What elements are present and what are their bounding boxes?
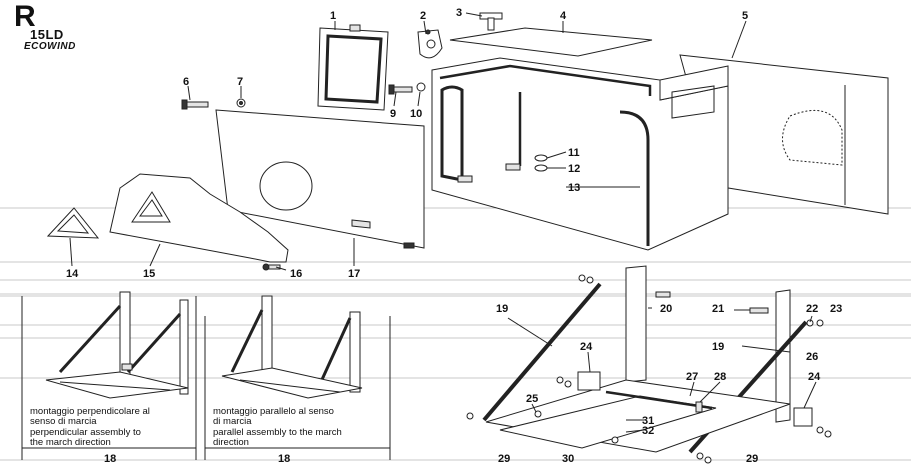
callout-9: 9	[390, 108, 396, 120]
part-9-bolt	[388, 84, 413, 95]
caption-left-en-1: perpendicular assembly to	[30, 427, 141, 438]
callout-19-left: 19	[496, 303, 508, 315]
inset-perpendicular-assembly	[21, 291, 206, 460]
callout-24-right: 24	[808, 371, 821, 383]
callout-3: 3	[456, 7, 462, 19]
part-7-washer	[236, 98, 246, 108]
callout-17: 17	[348, 268, 360, 280]
inset-parallel-assembly	[221, 295, 363, 399]
callout-23: 23	[830, 303, 842, 315]
part-6-bolt	[181, 99, 209, 110]
part-17-front-panel	[215, 109, 425, 249]
callout-12: 12	[568, 163, 580, 175]
part-2-bracket	[417, 29, 443, 59]
callout-16: 16	[290, 268, 302, 280]
brand-logo-text: ECOWIND	[24, 41, 76, 52]
callout-1: 1	[330, 10, 336, 22]
caption-right-en-2: direction	[213, 437, 249, 448]
callout-11: 11	[568, 147, 580, 159]
callout-31: 31	[642, 415, 654, 427]
callout-5: 5	[742, 10, 748, 22]
callout-20: 20	[660, 303, 672, 315]
callout-26: 26	[806, 351, 818, 363]
caption-right-en-1: parallel assembly to the march	[213, 427, 342, 438]
callout-10: 10	[410, 108, 422, 120]
caption-left-en-2: the march direction	[30, 437, 111, 448]
callout-15: 15	[143, 268, 155, 280]
part-1-filter-frame	[317, 24, 389, 111]
callout-18-left: 18	[104, 453, 116, 465]
caption-right-it-1: montaggio parallelo al senso	[213, 406, 334, 417]
caption-right-it-2: di marcia	[213, 416, 252, 427]
callout-13: 13	[568, 182, 580, 194]
inset-captions: montaggio perpendicolare al senso di mar…	[22, 316, 391, 460]
callout-29-right: 29	[746, 453, 758, 465]
callout-30: 30	[562, 453, 574, 465]
callout-29-left: 29	[498, 453, 510, 465]
part-14-gasket	[46, 207, 100, 239]
callout-numbers: 1 2 3 4 5 6 7 9 10 11 12 13 14 15 16 17 …	[66, 7, 842, 465]
part-15-hood	[109, 173, 289, 263]
section-letter: R	[14, 0, 36, 33]
callout-18-right: 18	[278, 453, 290, 465]
model-code: 15LD	[30, 27, 64, 42]
callout-27: 27	[686, 371, 698, 383]
callout-6: 6	[183, 76, 189, 88]
callout-7: 7	[237, 76, 243, 88]
part-12-washer	[534, 164, 548, 172]
callout-25: 25	[526, 393, 538, 405]
part-11-nut	[534, 154, 548, 162]
stand-assembly	[466, 265, 832, 464]
caption-left-it-1: montaggio perpendicolare al	[30, 406, 150, 417]
callout-21: 21	[712, 303, 724, 315]
caption-left-it-2: senso di marcia	[30, 416, 97, 427]
callout-32: 32	[642, 425, 654, 437]
background-rules	[0, 207, 911, 461]
part-4-top-panel	[449, 27, 653, 57]
part-16-screw	[262, 263, 281, 271]
callout-2: 2	[420, 10, 426, 22]
part-13-housing	[431, 57, 729, 251]
leader-lines	[69, 12, 817, 433]
callout-22: 22	[806, 303, 818, 315]
callout-14: 14	[66, 268, 79, 280]
callout-19-right: 19	[712, 341, 724, 353]
callout-28: 28	[714, 371, 726, 383]
part-10-nut	[416, 82, 426, 92]
callout-24-left: 24	[580, 341, 593, 353]
callout-4: 4	[560, 10, 567, 22]
part-3-t-key	[479, 12, 503, 31]
